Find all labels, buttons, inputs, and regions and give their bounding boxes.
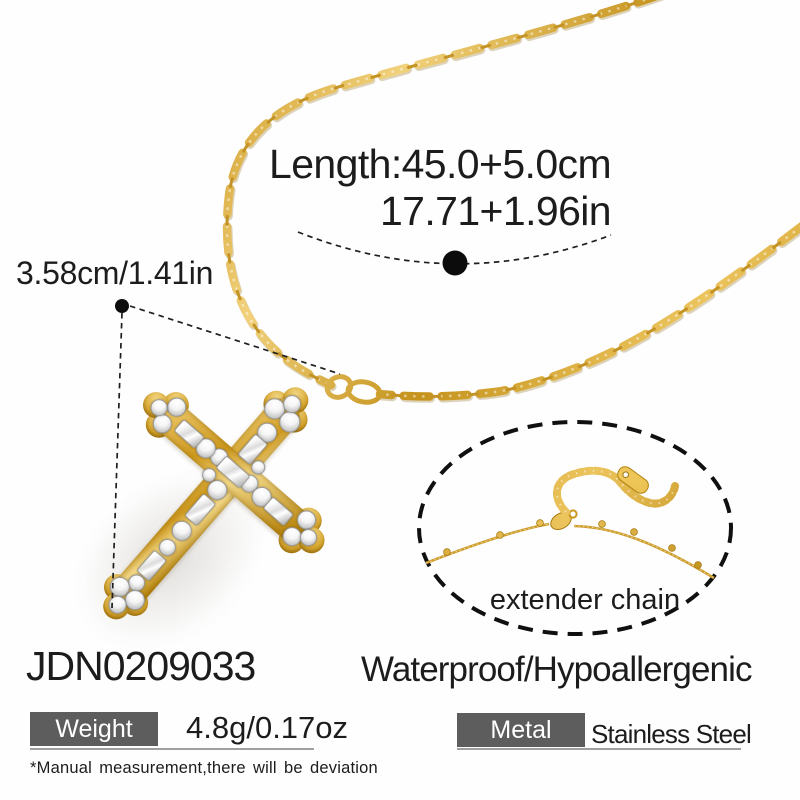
pendant-size-annotation: 3.58cm/1.41in xyxy=(16,255,214,291)
weight-value: 4.8g/0.17oz xyxy=(186,710,349,745)
chain-beads xyxy=(443,519,702,569)
extender-chain-label: extender chain xyxy=(489,584,681,616)
metal-value: Stainless Steel xyxy=(591,719,752,749)
weight-label-box: Weight xyxy=(30,712,158,746)
metal-label: Metal xyxy=(490,715,552,744)
length-arc xyxy=(297,231,612,265)
length-dot xyxy=(442,250,468,276)
feature-text: Waterproof/Hypoallergenic xyxy=(361,650,752,689)
lobster-clasp xyxy=(550,509,578,531)
extender-curb-chain xyxy=(553,466,679,516)
extender-chain-detail xyxy=(425,466,715,580)
pendant-pointer-line xyxy=(129,305,341,375)
product-sku: JDN0209033 xyxy=(26,643,256,689)
chain-right-strand xyxy=(380,226,800,398)
weight-underline xyxy=(30,748,314,750)
length-in: 17.71+1.96in xyxy=(379,188,612,234)
pendant-bail xyxy=(324,374,383,405)
length-cm: Length:45.0+5.0cm xyxy=(269,141,612,187)
pendant-size-dot xyxy=(115,299,129,313)
weight-label: Weight xyxy=(55,714,133,743)
disclaimer-text: *Manual measurement,there will be deviat… xyxy=(30,759,378,777)
length-annotation: Length:45.0+5.0cm 17.71+1.96in xyxy=(269,141,612,235)
extender-tag xyxy=(617,466,649,494)
metal-label-box: Metal xyxy=(457,713,585,747)
metal-underline xyxy=(457,748,741,750)
